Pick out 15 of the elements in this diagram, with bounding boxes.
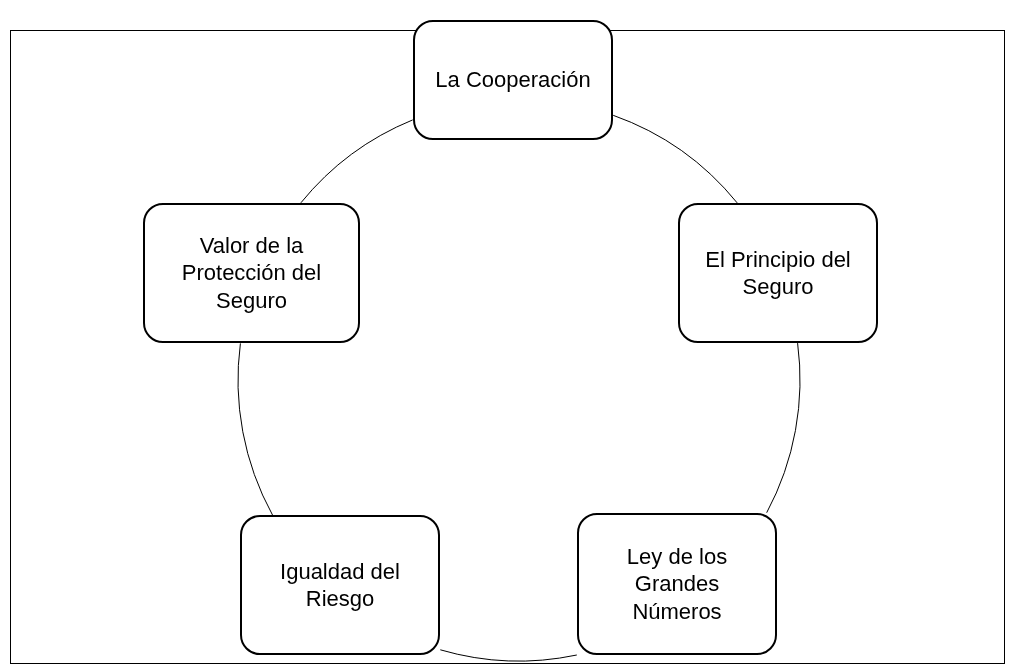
box-label: Valor de la Protección del Seguro: [180, 231, 323, 315]
rounded-box: [143, 203, 360, 343]
box-label: Ley de los Grandes Números: [625, 542, 729, 626]
connector-arc: [237, 342, 273, 516]
box-label: La Cooperación: [435, 66, 591, 94]
connector-arc: [300, 119, 414, 204]
box-label: Igualdad del Riesgo: [279, 557, 401, 613]
connector-arc: [612, 114, 738, 204]
connector-arc: [439, 649, 578, 662]
rounded-box: [413, 20, 613, 140]
connector-arc: [766, 342, 801, 514]
rounded-box: [678, 203, 878, 343]
rounded-box: [577, 513, 777, 655]
rounded-box: [240, 515, 440, 655]
box-label: El Principio del Seguro: [704, 245, 852, 301]
